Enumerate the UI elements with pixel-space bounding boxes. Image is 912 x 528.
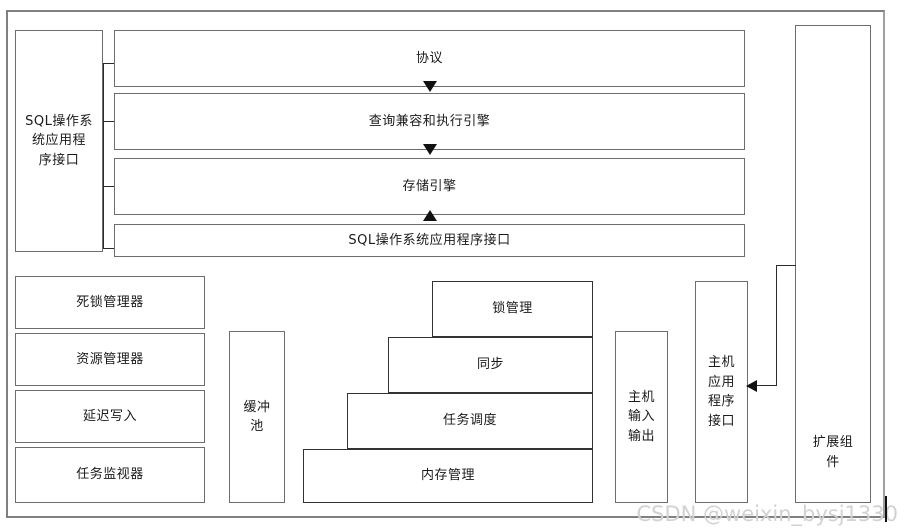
text-caret (885, 496, 887, 522)
left-api-connector-bottom (103, 248, 114, 249)
box-query-compat-exec-engine[interactable]: 查询兼容和执行引擎 (114, 93, 745, 150)
box-extension-component[interactable]: 扩展组 件 (795, 25, 871, 503)
left-api-connector-query-engine (103, 121, 114, 122)
box-lock-management[interactable]: 锁管理 (432, 281, 593, 337)
box-buffer-pool[interactable]: 缓冲 池 (229, 331, 285, 503)
arrow-query-engine-to-storage-engine (423, 144, 437, 155)
arrow-os-api-to-storage-engine (423, 210, 437, 221)
box-protocol[interactable]: 协议 (114, 30, 745, 87)
box-label: 扩展组 件 (812, 435, 854, 470)
arrow-extension-to-host-api (746, 380, 757, 392)
box-label: 任务监视器 (76, 467, 144, 483)
outer-frame (6, 10, 885, 518)
box-label: 同步 (476, 357, 504, 373)
left-api-connector-trunk (103, 63, 104, 248)
box-task-monitor[interactable]: 任务监视器 (15, 447, 205, 503)
box-label: 主机 应用 程序 接口 (707, 355, 735, 429)
box-label: 查询兼容和执行引擎 (368, 113, 491, 129)
box-label: 存储引擎 (402, 178, 457, 194)
box-deadlock-manager[interactable]: 死锁管理器 (15, 276, 205, 329)
box-label: 协议 (415, 50, 443, 66)
arrow-protocol-to-query-engine (423, 81, 437, 92)
box-label: SQL操作系 统应用程 序接口 (25, 113, 93, 168)
box-label: 缓冲 池 (243, 399, 271, 435)
box-label: 死锁管理器 (76, 294, 144, 310)
box-task-scheduling[interactable]: 任务调度 (347, 393, 593, 449)
box-sql-os-api-left[interactable]: SQL操作系 统应用程 序接口 (15, 30, 103, 252)
box-label: 主机 输入 输出 (627, 389, 655, 444)
box-label: 任务调度 (442, 413, 497, 429)
left-api-connector-protocol (103, 63, 114, 64)
box-storage-engine[interactable]: 存储引擎 (114, 158, 745, 215)
extension-connector-vertical (776, 265, 777, 386)
box-host-application-api[interactable]: 主机 应用 程序 接口 (695, 281, 748, 503)
box-delayed-write[interactable]: 延迟写入 (15, 390, 205, 443)
box-label: SQL操作系统应用程序接口 (348, 232, 511, 248)
extension-connector-top-segment (776, 265, 796, 266)
box-synchronization[interactable]: 同步 (388, 337, 593, 393)
watermark-text: CSDN @weixin_bysj1330 (636, 502, 898, 526)
box-label: 内存管理 (420, 468, 475, 484)
box-label: 锁管理 (492, 301, 533, 317)
box-resource-manager[interactable]: 资源管理器 (15, 333, 205, 386)
box-host-io[interactable]: 主机 输入 输出 (615, 331, 668, 503)
extension-connector-bottom-segment (757, 385, 777, 386)
box-label: 延迟写入 (82, 408, 137, 424)
box-label: 资源管理器 (76, 351, 144, 367)
box-memory-management[interactable]: 内存管理 (303, 449, 593, 503)
left-api-connector-storage-engine (103, 186, 114, 187)
box-sql-os-api-bar[interactable]: SQL操作系统应用程序接口 (114, 224, 745, 257)
